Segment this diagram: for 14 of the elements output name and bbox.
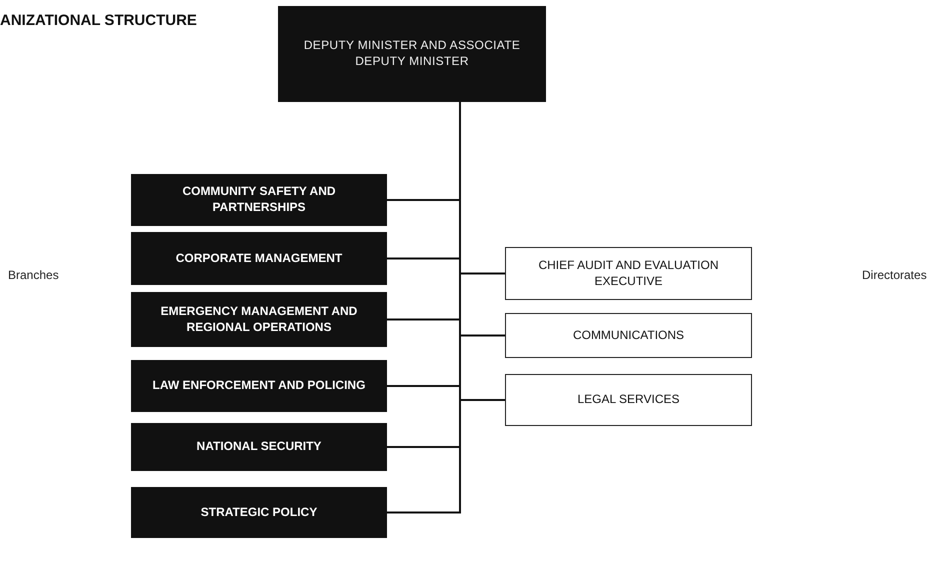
branch-box: CORPORATE MANAGEMENT — [131, 232, 387, 285]
branch-box: STRATEGIC POLICY — [131, 487, 387, 538]
directorate-box: COMMUNICATIONS — [505, 313, 752, 358]
branch-box: COMMUNITY SAFETY AND PARTNERSHIPS — [131, 174, 387, 226]
branch-box: NATIONAL SECURITY — [131, 423, 387, 471]
connector-line — [459, 102, 505, 401]
executive-box: DEPUTY MINISTER AND ASSOCIATE DEPUTY MINISTER — [278, 6, 546, 102]
directorate-box: CHIEF AUDIT AND EVALUATION EXECUTIVE — [505, 247, 752, 300]
branch-box: LAW ENFORCEMENT AND POLICING — [131, 360, 387, 412]
branch-box: EMERGENCY MANAGEMENT AND REGIONAL OPERATIONS — [131, 292, 387, 347]
group-label: Branches — [8, 268, 59, 282]
directorate-box: LEGAL SERVICES — [505, 374, 752, 426]
group-label: Directorates — [862, 268, 927, 282]
diagram-title: ANIZATIONAL STRUCTURE — [0, 12, 197, 29]
